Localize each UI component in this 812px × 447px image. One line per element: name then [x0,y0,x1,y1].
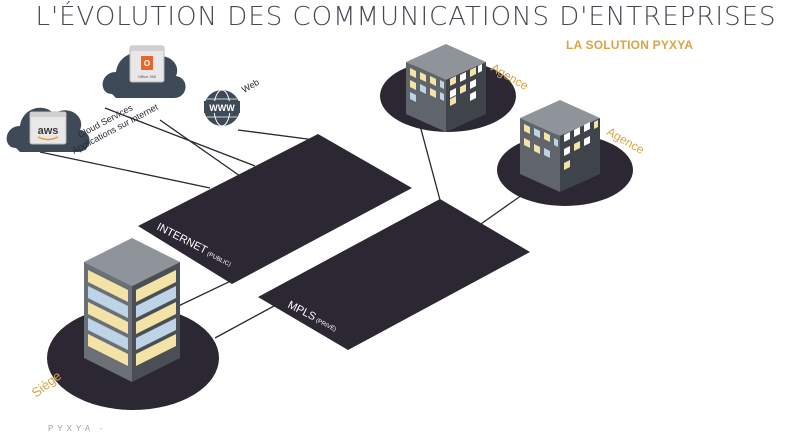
line-agence1-to-mpls [417,117,441,201]
siege-building [84,238,180,382]
office-logo: Office 365 [138,74,157,79]
line-web-to-internet [237,129,316,141]
line-office-to-internet [104,107,256,167]
web-label: Web [240,77,261,95]
siege-floors-left [88,270,128,366]
svg-text:O: O [144,59,150,68]
svg-text:WWW: WWW [209,103,235,113]
aws-logo: aws [38,125,59,137]
agence-2-building [520,100,600,192]
globe-icon: WWW [204,89,240,127]
internet-platform [138,134,412,284]
siege-floors-right [136,270,176,366]
line-aws-to-internet [39,151,211,189]
mpls-platform [258,199,530,350]
office-logo-icon [141,56,153,70]
agence-1-building [406,44,486,132]
footer-brand: PYXYA - [48,424,107,433]
page-title: L'ÉVOLUTION DES COMMUNICATIONS D'ENTREPR… [35,2,777,32]
line-apps-to-internet [159,119,241,177]
aws-cloud-icon: aws [6,107,90,152]
office-cloud-icon: O Office 365 [102,45,186,98]
subtitle: LA SOLUTION PYXYA [566,38,694,52]
line-siege-to-mpls [214,299,286,339]
